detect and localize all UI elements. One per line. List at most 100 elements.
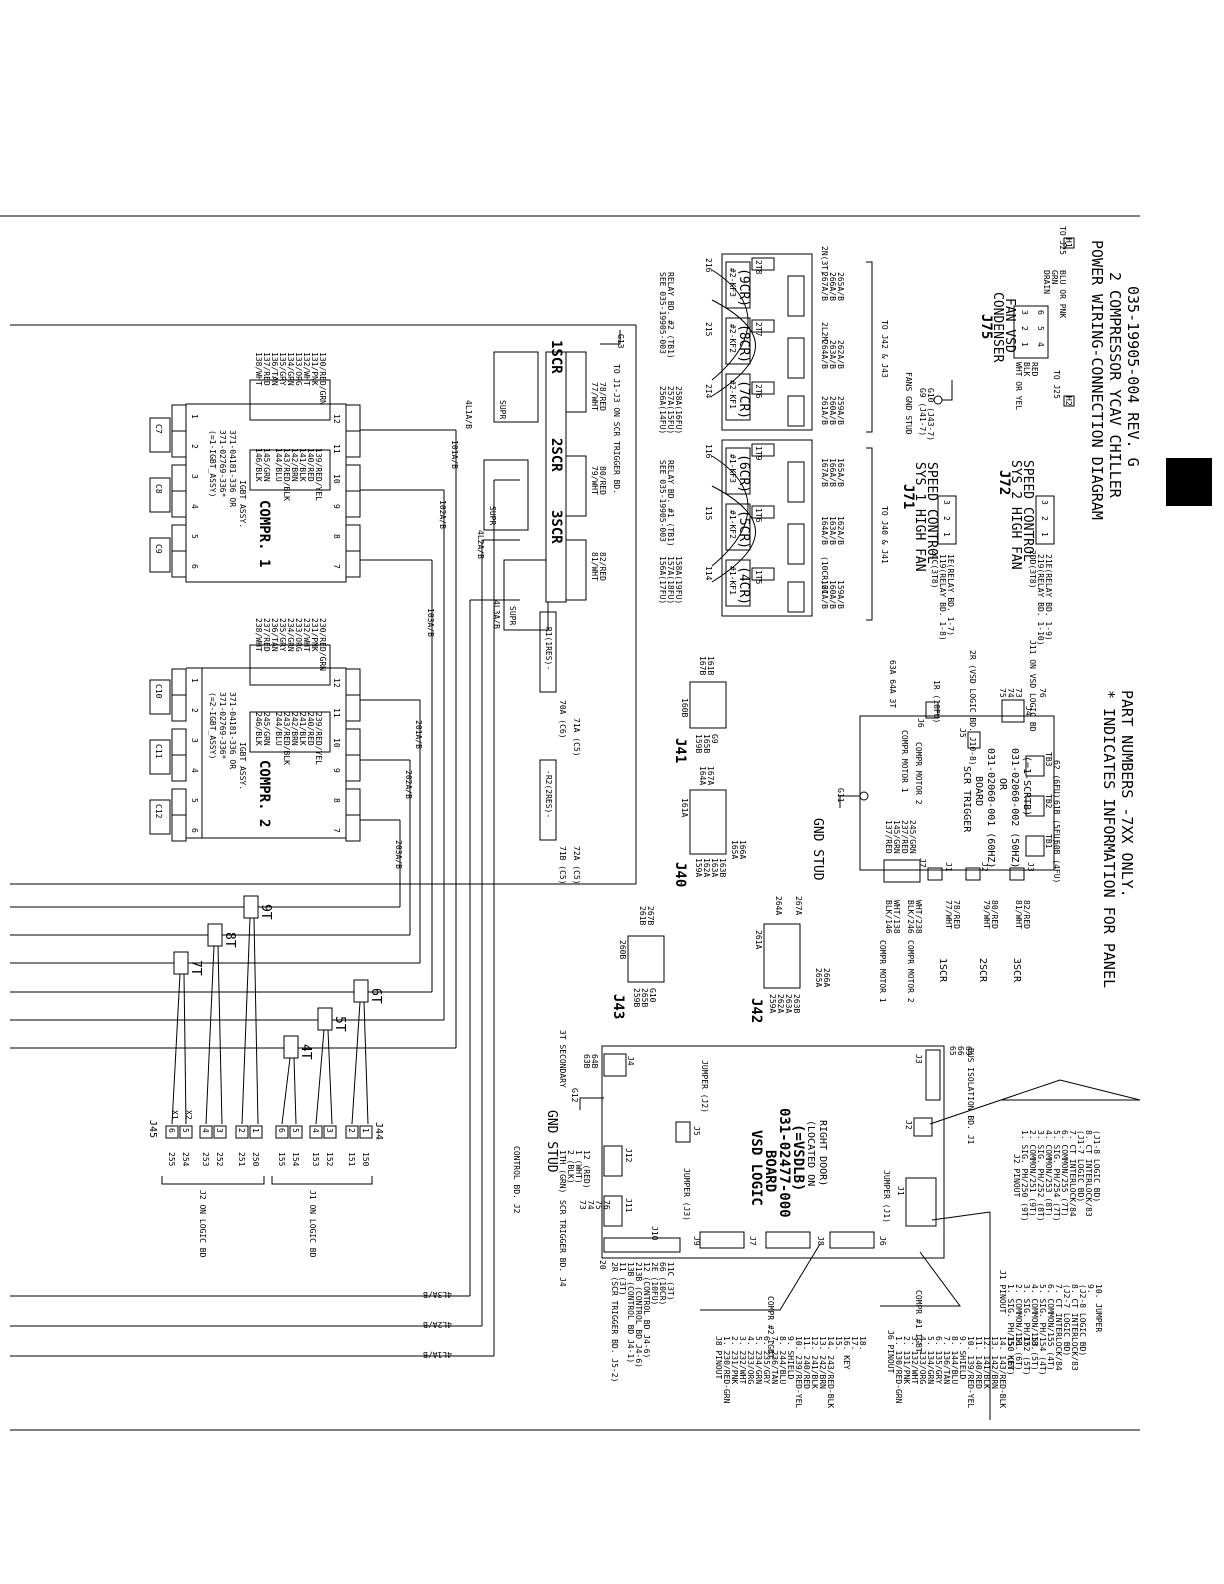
- scr-1-label: 1SCR: [548, 340, 564, 374]
- svg-text:J9: J9: [692, 1236, 701, 1246]
- svg-text:2L2M: 2L2M: [820, 322, 829, 341]
- svg-text:163A/B: 163A/B: [828, 516, 837, 545]
- svg-text:J12: J12: [624, 1148, 633, 1163]
- page-tab-marker: [1166, 458, 1212, 506]
- svg-text:BUS ISOLATION BD. J1: BUS ISOLATION BD. J1: [966, 1048, 975, 1145]
- svg-text:132/WHT: 132/WHT: [302, 352, 311, 386]
- j42-connector: [763, 923, 801, 989]
- capacitor-c10: [149, 679, 171, 715]
- svg-text:4: 4: [190, 504, 199, 509]
- svg-text:SUPR: SUPR: [498, 400, 507, 419]
- svg-text:240/RED: 240/RED: [306, 712, 315, 746]
- j8-pinout-pin-16: 16. KEY: [842, 1336, 851, 1370]
- svg-text:COMPR MOTOR 2: COMPR MOTOR 2: [914, 742, 923, 805]
- svg-text:2DD(3T8): 2DD(3T8): [1028, 550, 1037, 589]
- svg-text:236/TAN: 236/TAN: [270, 618, 279, 652]
- svg-text:165A: 165A: [730, 840, 739, 859]
- svg-text:SUPR: SUPR: [488, 506, 497, 525]
- svg-text:114: 114: [704, 566, 713, 581]
- svg-text:136/TAN: 136/TAN: [270, 352, 279, 386]
- svg-text:3: 3: [190, 474, 199, 479]
- svg-text:60B (4FU): 60B (4FU): [1052, 840, 1061, 883]
- svg-text:11C (3T): 11C (3T): [666, 1262, 675, 1301]
- svg-text:JUMPER (J3): JUMPER (J3): [682, 1168, 691, 1221]
- diagram-title-line1: POWER WIRING-CONNECTION DIAGRAM: [1088, 240, 1106, 520]
- j8-pinout-pin-7: 7. 236/TAN: [770, 1336, 779, 1384]
- svg-text:146/BLK: 146/BLK: [254, 448, 263, 482]
- footnote-line1: * INDICATES INFORMATION FOR PANEL: [1100, 690, 1118, 988]
- svg-text:#2-KF3: #2-KF3: [728, 268, 737, 297]
- j6-pinout-pin-16: 16.: [1014, 1336, 1023, 1350]
- svg-text:159A: 159A: [694, 858, 703, 877]
- svg-text:238/WHT: 238/WHT: [254, 618, 263, 652]
- svg-text:232/WHT: 232/WHT: [302, 618, 311, 652]
- svg-text:264A: 264A: [774, 896, 783, 915]
- svg-text:20: 20: [598, 1260, 607, 1270]
- j6-pinout-pin-5: 5. 134/GRN: [926, 1336, 935, 1384]
- svg-text:3: 3: [190, 738, 199, 743]
- svg-text:66: 66: [956, 1046, 965, 1056]
- svg-text:2T6: 2T6: [754, 384, 763, 399]
- j8-pinout-pin-14: 14. 243/RED-BLK: [826, 1336, 835, 1408]
- svg-text:1SCR: 1SCR: [937, 958, 948, 983]
- j8-pinout-pin-4: 4. 233/ORG: [746, 1336, 755, 1384]
- svg-text:259A: 259A: [768, 994, 777, 1013]
- svg-text:2: 2: [347, 1128, 356, 1133]
- svg-text:J2: J2: [904, 1120, 913, 1130]
- svg-text:145/GRN: 145/GRN: [262, 448, 271, 482]
- j40-j43-connectors: J41 J40 J43 J42 160B 161B 167B 159B 165B…: [610, 656, 831, 1023]
- svg-text:159A/B: 159A/B: [836, 580, 845, 609]
- svg-text:10: 10: [332, 474, 341, 484]
- svg-text:SEE 035-19905-003: SEE 035-19905-003: [658, 460, 667, 542]
- svg-text:2: 2: [942, 516, 951, 521]
- svg-text:258A(16FU): 258A(16FU): [674, 386, 683, 434]
- svg-text:1 (WHT): 1 (WHT): [574, 1150, 583, 1184]
- svg-text:80/RED: 80/RED: [990, 900, 999, 929]
- cap-label-c11: C11: [154, 744, 163, 759]
- svg-text:031-02477-000: 031-02477-000: [776, 1108, 792, 1218]
- compressor-1-igbt-assembly: C7 C8 C9 1 2 3 4 5 6 12 11 10 9 8 7 IGBT…: [149, 352, 380, 583]
- compressor-2-igbt-assembly: C10 C11 C12 1 2 3 4 5 6 12 11 10 9 8 7 I…: [149, 618, 380, 842]
- j1-pinout-pin-11: 9.: [1086, 1284, 1095, 1294]
- ct-8t: [207, 923, 223, 947]
- j40-connector: [689, 789, 727, 855]
- svg-text:J3: J3: [1026, 862, 1035, 872]
- relay-board-1: #1-KF3 #1-KF2 #1-KF1 (6CR) (5CR) (4CR) 1…: [658, 439, 889, 621]
- svg-text:371-04181-336 OR: 371-04181-336 OR: [228, 430, 237, 507]
- j6-pinout-pin-2: 2. 131/PNK: [902, 1336, 911, 1384]
- svg-text:BOARD: BOARD: [762, 1150, 778, 1192]
- vsd-logic-board: VSD LOGIC BOARD 031-02477-000 (=VSDLB) (…: [512, 1030, 975, 1382]
- svg-text:166A: 166A: [738, 840, 747, 859]
- svg-text:267A: 267A: [794, 896, 803, 915]
- svg-text:143/RED/BLK: 143/RED/BLK: [282, 448, 291, 501]
- j1-pinout-pin-3: 3. SIG. PH/152 (5T): [1022, 1284, 1031, 1376]
- svg-text:5: 5: [1036, 326, 1045, 331]
- capacitor-c9: [149, 537, 171, 573]
- svg-text:66 (10CR): 66 (10CR): [658, 1262, 667, 1305]
- compr1-j1-connector: [249, 379, 331, 421]
- svg-text:165B: 165B: [702, 734, 711, 753]
- svg-text:2R (SCR TRIGGER BD. J5-2): 2R (SCR TRIGGER BD. J5-2): [610, 1262, 619, 1382]
- j6-pinout-pin-8: 8. 144/BLU: [950, 1336, 959, 1384]
- svg-text:73: 73: [1014, 688, 1023, 698]
- svg-text:144/BLU: 144/BLU: [274, 448, 283, 482]
- svg-text:9: 9: [332, 768, 341, 773]
- scr-2-label: 2SCR: [548, 438, 564, 472]
- cap-label-c8: C8: [154, 484, 163, 494]
- j6-pinout-pin-4: 4. 133/ORG: [918, 1336, 927, 1384]
- svg-text:2: 2: [1020, 326, 1029, 331]
- j71-connector: [937, 495, 957, 545]
- svg-text:4: 4: [311, 1128, 320, 1133]
- svg-text:#1-KF1: #1-KF1: [728, 566, 737, 595]
- svg-text:82/RED: 82/RED: [1022, 900, 1031, 929]
- svg-text:TB2: TB2: [1044, 794, 1053, 809]
- svg-text:TO J42 & J43: TO J42 & J43: [880, 320, 889, 378]
- svg-text:JUMPER (J2): JUMPER (J2): [700, 1060, 709, 1113]
- ct-5t: [317, 1007, 333, 1031]
- svg-text:J6: J6: [878, 1236, 887, 1246]
- svg-text:RELAY BD. #2 (TB1): RELAY BD. #2 (TB1): [666, 272, 675, 359]
- svg-text:SUPR: SUPR: [508, 606, 517, 625]
- svg-text:IGBT ASSY.: IGBT ASSY.: [238, 480, 247, 528]
- j8-pinout-pin-9: 9. SHIELD: [786, 1336, 795, 1380]
- j6-pinout-pin-7: 7. 136/TAN: [942, 1336, 951, 1384]
